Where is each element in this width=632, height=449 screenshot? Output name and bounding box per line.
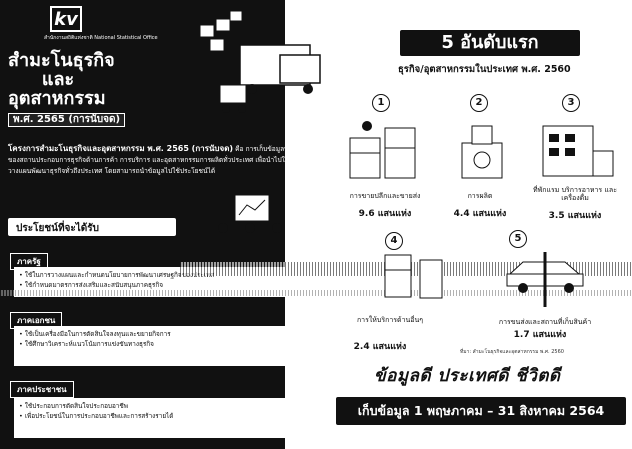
- rank-label-3: ที่พักแรม บริการอาหาร และเครื่องดื่ม: [533, 186, 617, 203]
- services-illustration: [384, 254, 443, 299]
- logo-text: สำนักงานสถิติแห่งชาติ National Statistic…: [44, 35, 158, 41]
- list-item: ใช้ในการวางแผนและกำหนดนโยบายการพัฒนาเศรษ…: [19, 270, 309, 280]
- list-item: ใช้กำหนดมาตรการส่งเสริมและสนับสนุนภาคธุร…: [19, 280, 309, 290]
- rank-value-3: 3.5 แสนแห่ง: [548, 211, 602, 221]
- warehouse-illustration: [199, 10, 321, 113]
- nso-logo: kv สำนักงานสถิติแห่งชาติ National Statis…: [44, 6, 158, 46]
- title-line-1: สำมะโนธุรกิจ: [8, 50, 115, 71]
- meeting-illustration: [215, 194, 285, 241]
- source-note: ที่มา: สำมะโนธุรกิจและอุตสาหกรรม พ.ศ. 25…: [460, 349, 564, 355]
- rank-number-3: 3: [562, 94, 580, 112]
- rank-value-1: 9.6 แสนแห่ง: [358, 209, 412, 219]
- page-title: สำมะโนธุรกิจ และ อุตสาหกรรม พ.ศ. 2565 (ก…: [8, 50, 128, 128]
- rank-value-2: 4.4 แสนแห่ง: [453, 209, 507, 219]
- benefit-box-public: ใช้ประกอบการตัดสินใจประกอบอาชีพ เพื่อประ…: [14, 398, 314, 438]
- benefit-box-private: ใช้เป็นเครื่องมือในการตัดสินใจลงทุนและขย…: [14, 326, 314, 366]
- list-item: ใช้ศึกษาวิเคราะห์แนวโน้มการแข่งขันทางธุร…: [19, 339, 309, 349]
- noise-band: [0, 290, 632, 296]
- top5-heading: 5 อันดับแรก: [400, 30, 580, 56]
- manufacturing-illustration: [461, 125, 503, 179]
- title-line-3: อุตสาหกรรม: [8, 87, 106, 109]
- rank-label-5: การขนส่งและสถานที่เก็บสินค้า: [498, 318, 592, 326]
- transport-illustration: [506, 252, 584, 307]
- list-item: ใช้เป็นเครื่องมือในการตัดสินใจลงทุนและขย…: [19, 329, 309, 339]
- benefits-heading: ประโยชน์ที่จะได้รับ: [8, 218, 176, 236]
- top5-subheading: ธุรกิจ/อุตสาหกรรมในประเทศ พ.ศ. 2560: [398, 64, 571, 75]
- rank-value-4: 2.4 แสนแห่ง: [353, 342, 407, 352]
- list-item: ใช้ประกอบการตัดสินใจประกอบอาชีพ: [19, 401, 309, 411]
- title-year: พ.ศ. 2565 (การนับจด): [8, 112, 126, 128]
- slogan: ข้อมูลดี ประเทศดี ชีวิตดี: [374, 366, 561, 386]
- rank-value-5: 1.7 แสนแห่ง: [513, 330, 567, 340]
- rank-label-1: การขายปลีกและขายส่ง: [349, 192, 421, 200]
- logo-mark: kv: [50, 6, 82, 32]
- rank-number-4: 4: [385, 232, 403, 250]
- intro-paragraph: โครงการสำมะโนธุรกิจและอุตสาหกรรม พ.ศ. 25…: [8, 143, 308, 176]
- collection-period-banner: เก็บข้อมูล 1 พฤษภาคม – 31 สิงหาคม 2564: [336, 397, 626, 425]
- rank-label-2: การผลิต: [467, 192, 493, 200]
- benefit-title-public: ภาคประชาชน: [10, 381, 74, 398]
- hospitality-illustration: [542, 125, 614, 177]
- rank-number-2: 2: [470, 94, 488, 112]
- retail-illustration: [349, 121, 416, 179]
- rank-number-5: 5: [509, 230, 527, 248]
- intro-text: คือ การเก็บข้อมูลพื้นฐานของสถานประกอบการ…: [8, 145, 305, 175]
- list-item: เพื่อประโยชน์ในการประกอบอาชีพและการสร้าง…: [19, 411, 309, 421]
- rank-number-1: 1: [372, 94, 390, 112]
- left-panel: kv สำนักงานสถิติแห่งชาติ National Statis…: [0, 0, 305, 449]
- title-line-2: และ: [41, 68, 75, 90]
- rank-label-4: การให้บริการด้านอื่นๆ: [356, 316, 424, 324]
- intro-lead: โครงการสำมะโนธุรกิจและอุตสาหกรรม พ.ศ. 25…: [8, 144, 234, 153]
